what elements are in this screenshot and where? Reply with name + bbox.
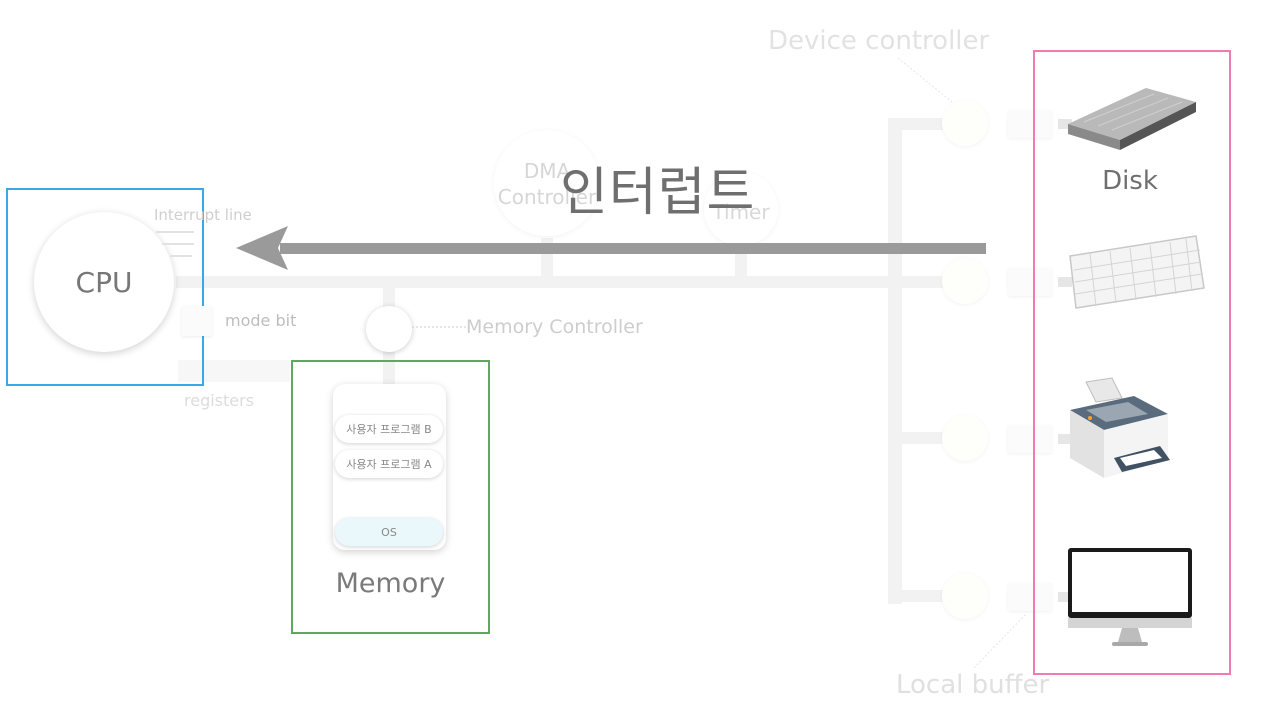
keyboard-icon	[1069, 235, 1205, 309]
system-bus	[176, 276, 898, 288]
device-highlight-frame	[1033, 50, 1231, 675]
registers-bar	[178, 360, 290, 382]
timer-label: Timer	[712, 200, 770, 224]
disk-icon	[1068, 88, 1196, 150]
os-segment: OS	[335, 518, 443, 546]
disk-local-buffer	[1008, 110, 1052, 138]
memory-module: 사용자 프로그램 B 사용자 프로그램 A OS	[333, 384, 446, 550]
timer-node	[704, 172, 778, 246]
memory-controller-node	[366, 306, 412, 352]
monitor-local-buffer	[1008, 583, 1052, 611]
mode-bit-box	[182, 306, 212, 336]
printer-controller-node	[942, 415, 988, 461]
user-program-a: 사용자 프로그램 A	[335, 450, 443, 478]
memory-controller-leader	[412, 326, 466, 328]
mode-bit-label: mode bit	[225, 311, 297, 330]
printer-local-buffer	[1008, 425, 1052, 453]
monitor-controller-node	[942, 573, 988, 619]
registers-label: registers	[184, 391, 255, 410]
memory-label: Memory	[335, 568, 446, 599]
local-buffer-leader	[973, 613, 1027, 669]
local-buffer-label: Local buffer	[896, 670, 1050, 700]
interrupt-arrow	[236, 226, 986, 270]
memory-highlight-frame	[291, 360, 490, 634]
device-controller-label: Device controller	[768, 26, 990, 56]
printer-icon	[1070, 377, 1170, 478]
disk-controller-node	[942, 100, 988, 146]
cpu: CPU	[34, 212, 174, 352]
cpu-label: CPU	[75, 265, 133, 299]
dma-controller-node	[494, 130, 600, 236]
memory-controller-label: Memory Controller	[466, 316, 643, 338]
device-bus-vertical	[888, 118, 902, 604]
printer-plug	[1058, 434, 1072, 444]
interrupt-lines-icon	[156, 231, 194, 257]
interrupt-line-label: Interrupt line	[154, 206, 252, 224]
disk-plug	[1058, 119, 1072, 129]
cpu-highlight-frame	[6, 188, 204, 386]
keyboard-local-buffer	[1008, 268, 1052, 296]
monitor-icon	[1068, 548, 1192, 646]
device-controller-leader	[897, 57, 953, 103]
monitor-plug	[1058, 592, 1072, 602]
disk-label: Disk	[1102, 166, 1158, 196]
keyboard-controller-node	[942, 258, 988, 304]
keyboard-plug	[1058, 277, 1072, 287]
interrupt-title: 인터럽트	[560, 163, 756, 223]
user-program-b: 사용자 프로그램 B	[335, 415, 443, 443]
